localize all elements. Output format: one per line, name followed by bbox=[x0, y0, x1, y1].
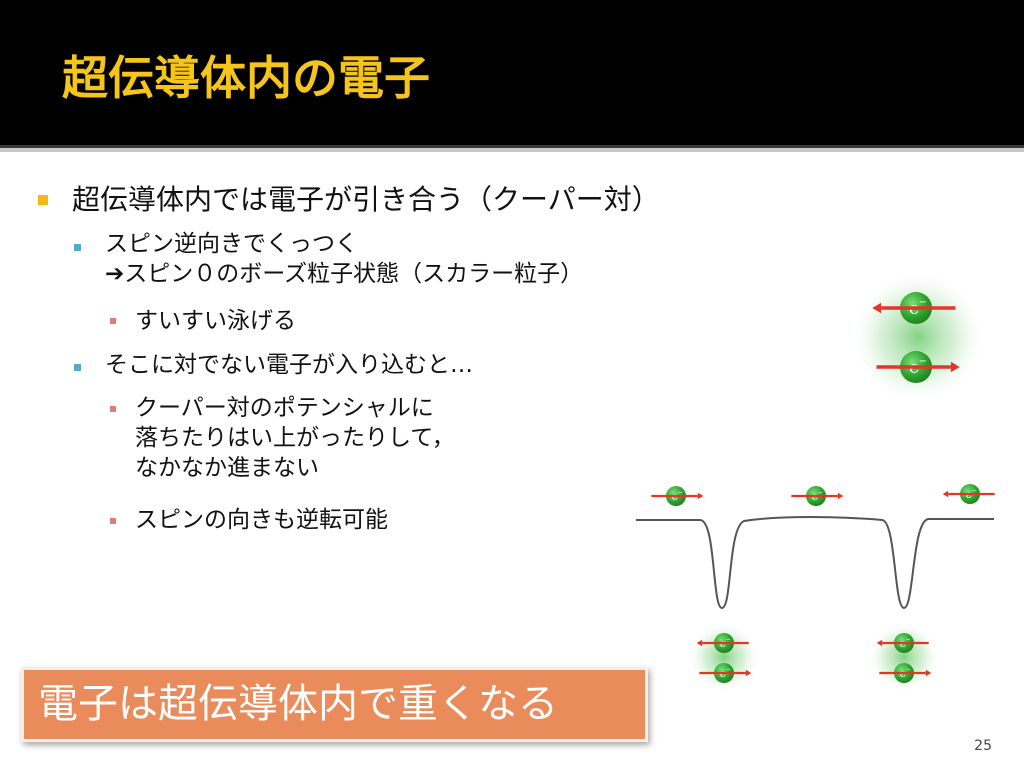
bullet-line: ➔スピン０のボーズ粒子状態（スカラー粒子） bbox=[105, 261, 584, 287]
bullet-marker-square bbox=[38, 195, 48, 205]
cooper-pair-glow bbox=[688, 621, 760, 693]
spin-arrow-icon bbox=[942, 490, 995, 498]
title-rule bbox=[0, 145, 1024, 148]
bullet-line: スピン逆向きでくっつく bbox=[105, 231, 358, 257]
bullet-marker-square bbox=[110, 318, 116, 324]
bullet-marker-square bbox=[74, 244, 81, 251]
spin-arrow-icon bbox=[791, 492, 844, 500]
bullet-level3: すいすい泳げる bbox=[135, 308, 296, 334]
svg-text:−: − bbox=[678, 489, 683, 496]
spin-arrow-icon bbox=[872, 302, 956, 314]
spin-arrow-icon bbox=[699, 669, 752, 677]
spin-arrow-icon bbox=[696, 639, 749, 647]
svg-text:−: − bbox=[818, 489, 823, 496]
svg-text:−: − bbox=[726, 636, 731, 643]
svg-text:−: − bbox=[919, 356, 927, 367]
bullet-level3: スピンの向きも逆転可能 bbox=[135, 507, 388, 533]
spin-arrow-icon bbox=[876, 639, 929, 647]
bullet-level2: スピン逆向きでくっつく ➔スピン０のボーズ粒子状態（スカラー粒子） bbox=[105, 229, 583, 289]
arrow-icon: ➔ bbox=[105, 261, 125, 287]
bullet-level1: 超伝導体内では電子が引き合う（クーパー対） bbox=[72, 183, 660, 216]
bullet-line: なかなか進まない bbox=[135, 455, 319, 481]
slide-title: 超伝導体内の電子 bbox=[62, 51, 430, 105]
bullet-level3: クーパー対のポテンシャルに 落ちたりはい上がったりして， なかなか進まない bbox=[135, 393, 455, 483]
bullet-marker-square bbox=[110, 406, 116, 412]
cooper-pair-glow bbox=[868, 621, 940, 693]
title-bar bbox=[0, 0, 1024, 145]
bullet-level2: そこに対でない電子が入り込むと… bbox=[105, 352, 473, 378]
bullet-line: 落ちたりはい上がったりして， bbox=[135, 425, 455, 451]
bullet-line: クーパー対のポテンシャルに bbox=[135, 395, 434, 421]
cooper-pair-glow bbox=[850, 269, 986, 405]
svg-text:−: − bbox=[906, 636, 911, 643]
svg-text:−: − bbox=[726, 666, 731, 673]
svg-text:−: − bbox=[906, 666, 911, 673]
title-rule-shadow bbox=[0, 148, 1024, 152]
bullet-marker-square bbox=[74, 364, 81, 371]
page-number: 25 bbox=[974, 738, 992, 754]
spin-arrow-icon bbox=[876, 361, 960, 373]
spin-arrow-icon bbox=[651, 492, 704, 500]
spin-arrow-icon bbox=[879, 669, 932, 677]
summary-callout: 電子は超伝導体内で重くなる bbox=[21, 667, 648, 742]
svg-text:−: − bbox=[972, 487, 977, 494]
bullet-marker-square bbox=[110, 518, 116, 524]
potential-well-curve bbox=[636, 516, 994, 610]
svg-text:−: − bbox=[919, 297, 927, 308]
